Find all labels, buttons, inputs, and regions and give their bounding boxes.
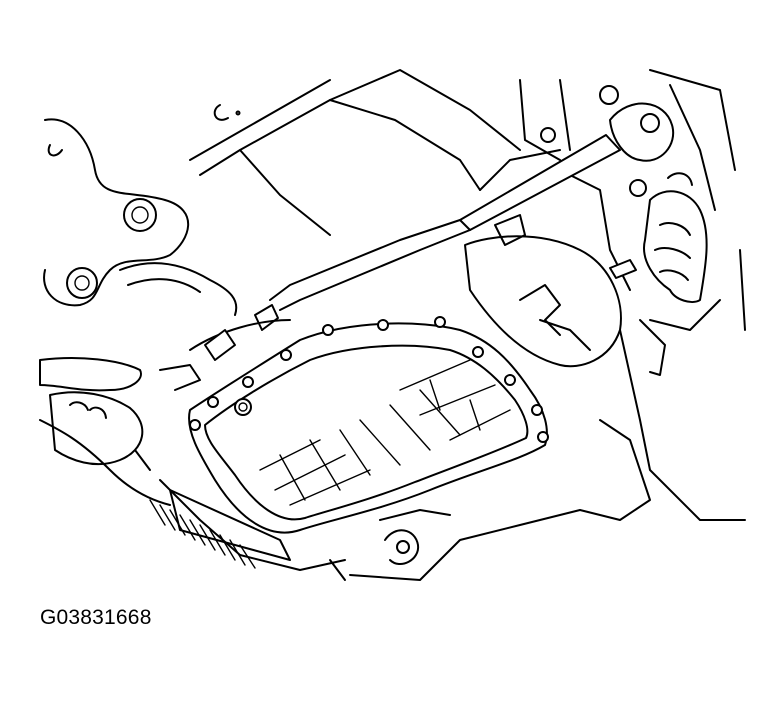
left-hand: [39, 357, 171, 506]
fluid-line-tubes: [119, 262, 291, 391]
valve-body-cover: [464, 214, 622, 368]
oil-pan: [188, 322, 548, 534]
figure-code: G03831668: [40, 606, 152, 629]
lower-right-components: [329, 319, 666, 581]
left-mounting-bracket: [43, 104, 241, 307]
crossmember-hatching: [149, 489, 291, 569]
ratchet-wrench: [254, 102, 675, 331]
oil-pan-bolts: [189, 316, 549, 443]
right-hand: [540, 85, 708, 303]
